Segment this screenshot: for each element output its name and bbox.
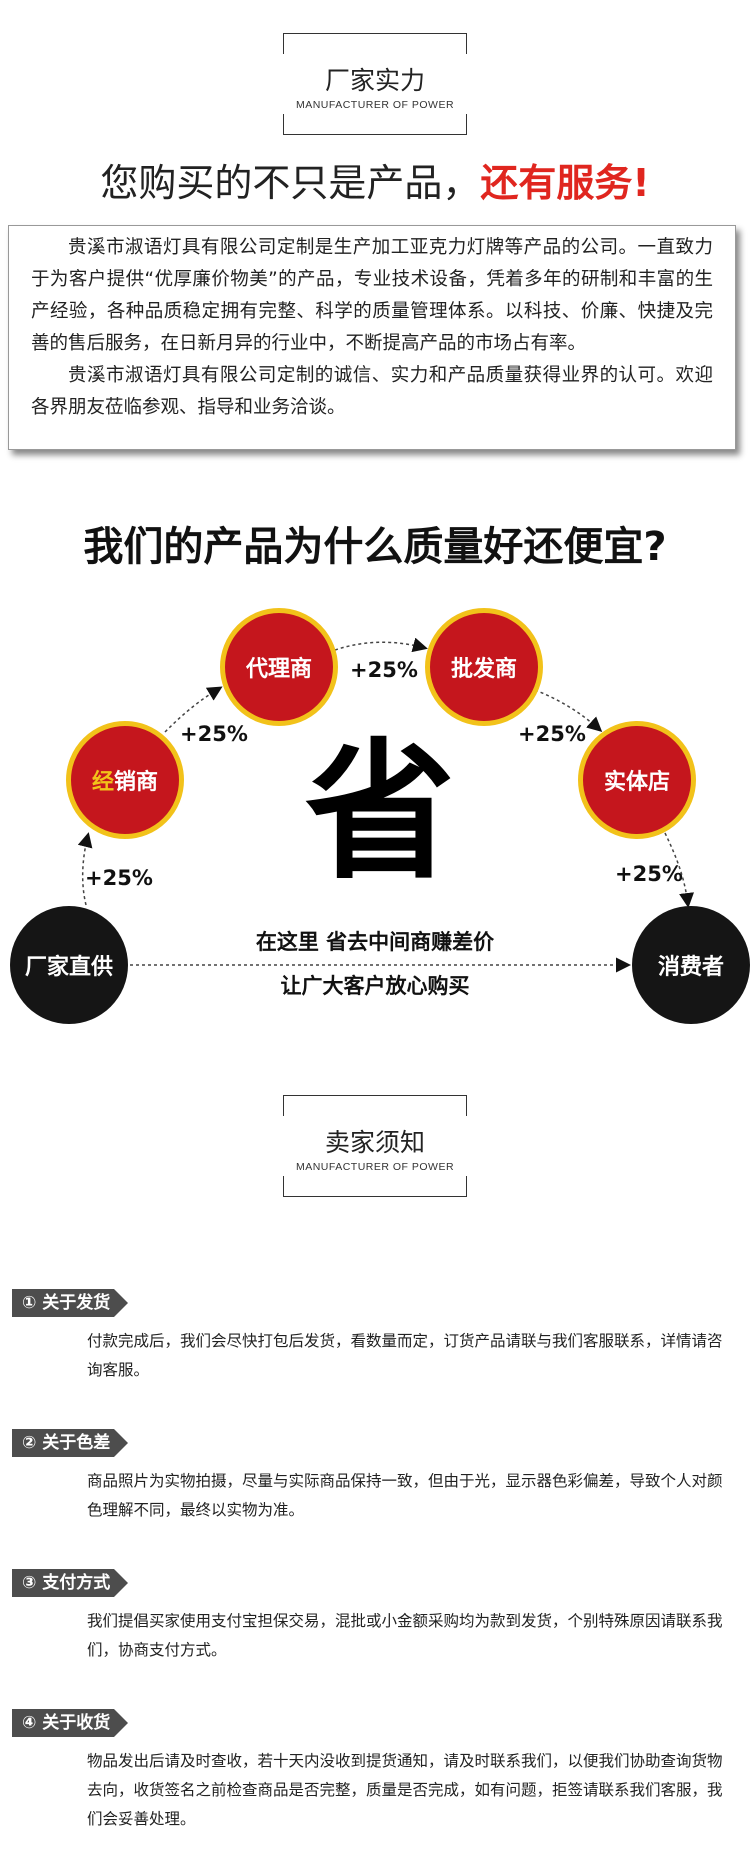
company-intro: 贵溪市淑语灯具有限公司定制是生产加工亚克力灯牌等产品的公司。一直致力于为客户提供…	[8, 225, 736, 450]
notice-tag-label: ② 关于色差	[12, 1429, 115, 1457]
section-subtitle: MANUFACTURER OF POWER	[295, 1161, 455, 1173]
node-dealer-accent: 经	[91, 770, 114, 795]
section-subtitle: MANUFACTURER OF POWER	[295, 99, 455, 111]
notice-tag-color: ② 关于色差	[12, 1429, 129, 1457]
frame-bottom	[283, 1176, 467, 1197]
markup-label-2: +25%	[180, 722, 248, 746]
frame-top	[283, 1095, 467, 1116]
notice-tag-label: ④ 关于收货	[12, 1709, 115, 1737]
notice-text-payment: 我们提倡买家使用支付宝担保交易，混批或小金额采购均为款到发货，个别特殊原因请联系…	[87, 1612, 723, 1659]
frame-top	[283, 33, 467, 54]
node-agent: 代理商	[220, 608, 338, 726]
notice-tag-receipt: ④ 关于收货	[12, 1709, 129, 1737]
tag-arrow-shape	[114, 1569, 129, 1597]
node-factory: 厂家直供	[10, 906, 128, 1024]
tagline-highlight: 还有服务!	[480, 161, 650, 205]
notice-text-receipt: 物品发出后请及时查收，若十天内没收到提货通知，请及时联系我们，以便我们协助查询货…	[87, 1752, 723, 1828]
notice-tag-label: ① 关于发货	[12, 1289, 115, 1317]
arrow-agent-wholesaler	[334, 637, 428, 653]
intro-paragraph-1: 贵溪市淑语灯具有限公司定制是生产加工亚克力灯牌等产品的公司。一直致力于为客户提供…	[31, 237, 713, 354]
tag-arrow-shape	[114, 1709, 129, 1737]
section-header-notice: 卖家须知 MANUFACTURER OF POWER	[283, 1095, 467, 1197]
frame-bottom	[283, 114, 467, 135]
tagline: 您购买的不只是产品，还有服务!	[0, 152, 750, 207]
node-dealer-label: 销商	[114, 770, 159, 795]
diagram-line-1: 在这里 省去中间商赚差价	[255, 930, 495, 954]
intro-paragraph-2: 贵溪市淑语灯具有限公司定制的诚信、实力和产品质量获得业界的认可。欢迎各界朋友莅临…	[31, 365, 713, 418]
notice-text-shipping: 付款完成后，我们会尽快打包后发货，看数量而定，订货产品请联与我们客服联系，详情请…	[87, 1332, 723, 1379]
center-character: 省	[305, 726, 456, 900]
diagram-title: 我们的产品为什么质量好还便宜?	[83, 524, 667, 570]
section-header-strength: 厂家实力 MANUFACTURER OF POWER	[283, 33, 467, 135]
markup-label-1: +25%	[85, 866, 153, 890]
tag-arrow-shape	[114, 1429, 129, 1457]
arrow-dealer-agent	[164, 686, 223, 733]
tagline-main: 您购买的不只是产品，	[100, 161, 481, 205]
section-title: 卖家须知	[324, 1128, 425, 1157]
diagram-line-2: 让广大客户放心购买	[280, 974, 470, 998]
arrow-store-consumer	[664, 832, 695, 908]
tag-arrow-shape	[114, 1289, 129, 1317]
notice-tag-shipping: ① 关于发货	[12, 1289, 129, 1317]
node-wholesaler: 批发商	[425, 608, 543, 726]
node-dealer: 经销商	[66, 721, 184, 839]
node-store: 实体店	[578, 721, 696, 839]
markup-label-5: +25%	[615, 862, 683, 886]
notice-tag-label: ③ 支付方式	[12, 1569, 115, 1597]
arrow-wholesaler-store	[534, 689, 603, 733]
notice-text-color: 商品照片为实物拍摄，尽量与实际商品保持一致，但由于光，显示器色彩偏差，导致个人对…	[87, 1472, 723, 1519]
markup-label-4: +25%	[518, 722, 586, 746]
arrow-factory-dealer	[77, 832, 93, 906]
notice-tag-payment: ③ 支付方式	[12, 1569, 129, 1597]
markup-label-3: +25%	[350, 658, 418, 682]
section-title: 厂家实力	[324, 66, 425, 95]
node-consumer: 消费者	[632, 906, 750, 1024]
